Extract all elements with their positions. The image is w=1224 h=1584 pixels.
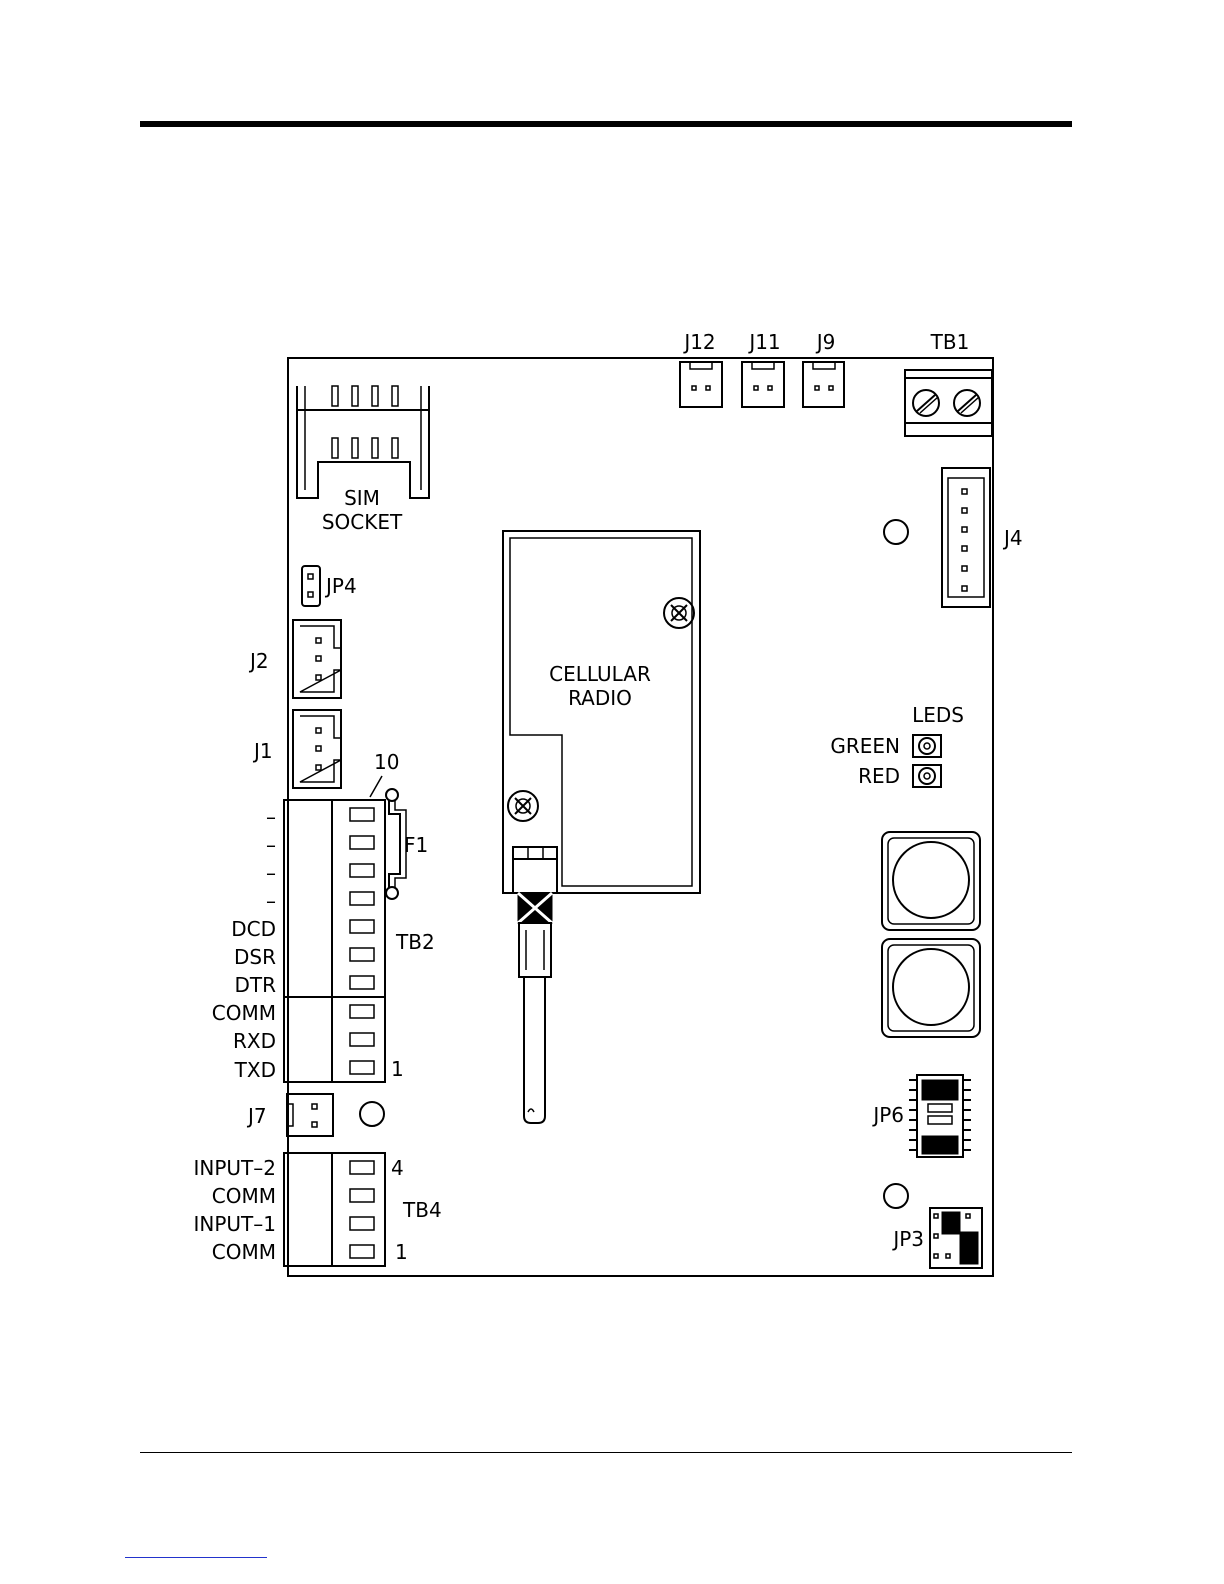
jumper-jp3 — [930, 1208, 982, 1268]
label-tb2: TB2 — [395, 930, 435, 954]
terminal-block-tb1 — [905, 370, 992, 436]
connector-j1 — [293, 710, 341, 788]
large-component-upper — [882, 832, 980, 930]
label-jp6: JP6 — [871, 1103, 904, 1127]
tb2-pin-label: – — [266, 805, 276, 829]
led-red — [913, 765, 941, 787]
tb2-pin-label: – — [266, 889, 276, 913]
cellular-radio-module — [503, 531, 700, 893]
label-j9: J9 — [815, 330, 836, 354]
label-tb1: TB1 — [930, 330, 970, 354]
tb4-pin-number-top: 4 — [391, 1156, 404, 1180]
connector-j2 — [293, 620, 341, 698]
tb2-pin-label: DSR — [234, 945, 276, 969]
tb2-pin-label: DCD — [231, 917, 276, 941]
sim-socket — [297, 386, 429, 498]
label-j1: J1 — [252, 739, 273, 763]
label-j12: J12 — [682, 330, 715, 354]
tb2-pin-label: – — [266, 833, 276, 857]
led-green — [913, 735, 941, 757]
tb4-pin-label: COMM — [212, 1240, 276, 1264]
label-socket: SOCKET — [322, 510, 403, 534]
label-red: RED — [858, 764, 900, 788]
large-component-lower — [882, 939, 980, 1037]
leader-line — [370, 776, 382, 797]
tb4-pin-number-bottom: 1 — [395, 1240, 408, 1264]
mounting-hole — [360, 1102, 384, 1126]
label-sim: SIM — [344, 486, 380, 510]
connector-j7 — [287, 1094, 333, 1136]
label-j11: J11 — [747, 330, 780, 354]
connector-j12 — [680, 362, 722, 407]
label-jp3: JP3 — [891, 1227, 924, 1251]
fuse-f1 — [386, 789, 406, 899]
mounting-hole — [884, 520, 908, 544]
label-jp4: JP4 — [324, 574, 357, 598]
tb2-pin-number-top: 10 — [374, 750, 399, 774]
tb4-pin-label: INPUT–1 — [194, 1212, 277, 1236]
label-radio: RADIO — [568, 686, 632, 710]
jumper-jp4 — [302, 566, 320, 606]
jumper-jp6 — [909, 1075, 971, 1157]
tb4-pin-label: COMM — [212, 1184, 276, 1208]
antenna-cable — [513, 847, 557, 1123]
tb2-pin-number-bottom: 1 — [391, 1057, 404, 1081]
label-f1: F1 — [404, 833, 428, 857]
tb2-pin-label: COMM — [212, 1001, 276, 1025]
tb2-pin-label: TXD — [234, 1058, 276, 1082]
connector-j11 — [742, 362, 784, 407]
label-j4: J4 — [1002, 526, 1023, 550]
label-leds: LEDS — [912, 703, 964, 727]
footer-link-underline — [125, 1557, 267, 1558]
tb2-pin-label: – — [266, 861, 276, 885]
tb4-pin-label: INPUT–2 — [194, 1156, 277, 1180]
label-j7: J7 — [246, 1104, 267, 1128]
mounting-hole — [884, 1184, 908, 1208]
label-j2: J2 — [248, 649, 269, 673]
tb2-pin-label: DTR — [234, 973, 276, 997]
footer-rule — [140, 1452, 1072, 1453]
board-outline — [288, 358, 993, 1276]
tb2-pin-label: RXD — [233, 1029, 276, 1053]
label-cellular: CELLULAR — [549, 662, 651, 686]
connector-j4 — [942, 468, 990, 607]
label-tb4: TB4 — [402, 1198, 442, 1222]
terminal-block-tb4 — [284, 1153, 385, 1266]
terminal-block-tb2 — [284, 800, 385, 1082]
connector-j9 — [803, 362, 844, 407]
label-green: GREEN — [830, 734, 900, 758]
